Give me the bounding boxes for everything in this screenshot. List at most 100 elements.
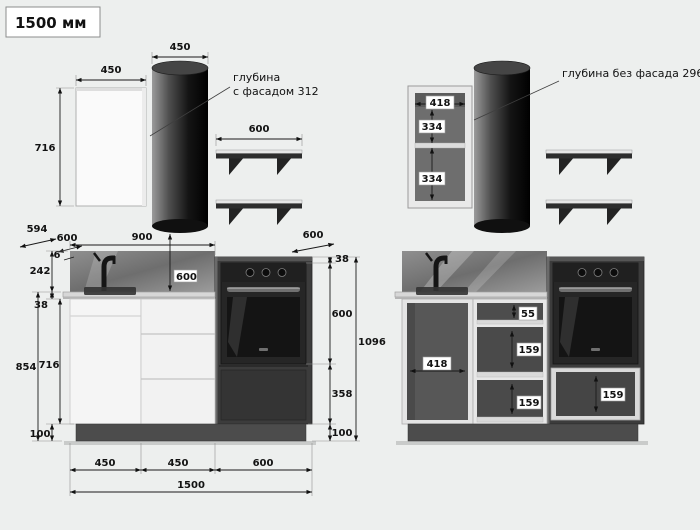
dim-wall-cabinet-width: 450	[75, 65, 147, 86]
under-oven-panel	[220, 369, 307, 421]
dim-label: 6	[54, 250, 61, 261]
dim-label: 1500	[177, 480, 205, 491]
countertop	[62, 291, 216, 299]
backsplash-highlight	[84, 251, 118, 292]
under-oven-open-compartment: 159	[550, 367, 641, 421]
dim-label: 38	[34, 300, 48, 311]
shelf-bracket	[559, 158, 573, 175]
shelf-front	[546, 203, 632, 209]
hood-bottom	[474, 219, 530, 233]
faucet	[425, 252, 448, 291]
oven-knob	[593, 268, 603, 277]
shelf-top	[545, 199, 633, 204]
shelf-top	[545, 149, 633, 154]
dim-label: 55	[521, 309, 535, 320]
plinth	[407, 423, 639, 442]
wall-cabinet-facade	[75, 87, 147, 207]
wall-shelf-upper	[545, 149, 633, 175]
dim-label: 358	[332, 389, 353, 400]
shelf-bracket	[229, 208, 243, 225]
drawer-edge	[476, 371, 544, 378]
wall-cabinet-side-edge	[142, 88, 146, 206]
dim-label: 594	[27, 224, 48, 235]
dim-carcass-section-b: 334	[418, 148, 446, 200]
glass-reflection	[560, 297, 579, 357]
dim-label: 450	[170, 42, 191, 53]
dim-label: 418	[430, 98, 451, 109]
wall-shelf-upper	[215, 149, 303, 175]
left-view-upper: 450 716 450 глубина с фасадом 312 600	[35, 42, 319, 233]
tower-top-edge	[215, 257, 312, 261]
annotation-depth-without-facade: глубина без фасада 296	[473, 67, 700, 121]
shelf-front	[216, 203, 302, 209]
tower-left-highlight	[215, 257, 218, 424]
annotation-text: глубина без фасада 296	[562, 67, 700, 80]
shelf-front	[546, 153, 632, 159]
title-frame	[5, 6, 101, 38]
oven-knob	[577, 268, 587, 277]
shelf-bracket	[607, 158, 621, 175]
right-view-lower: 418 55 159 159	[394, 251, 648, 445]
dim-label: 242	[30, 266, 51, 277]
dim-label: 600	[303, 230, 324, 241]
wall-shelf-lower	[215, 199, 303, 225]
dim-label: 334	[422, 122, 443, 133]
dim-label: 600	[57, 233, 78, 244]
hood-bottom	[152, 219, 208, 233]
hood-top	[151, 60, 209, 76]
dim-label: 854	[16, 362, 37, 373]
dim-label: 600	[332, 309, 353, 320]
drawer-edge	[476, 416, 544, 423]
hood-body	[474, 68, 530, 226]
dim-stack-left: 242 38 854 716 100	[16, 250, 74, 442]
floor-shadow	[396, 441, 648, 445]
floor-shadow	[64, 441, 316, 445]
wall-shelf-lower	[545, 199, 633, 225]
tower-top-edge	[547, 257, 644, 261]
dim-label: 450	[168, 458, 189, 469]
oven-handle-highlight	[559, 287, 632, 289]
dim-hood-to-counter: 600	[167, 234, 198, 291]
dim-label: 900	[132, 232, 153, 243]
wall-cabinet-front	[75, 87, 147, 207]
dim-span-900: 900	[69, 232, 216, 255]
oven-knob	[609, 268, 619, 277]
title-box: 1500 мм	[5, 6, 101, 38]
dim-label: 600	[249, 124, 270, 135]
dim-label: 716	[39, 360, 60, 371]
shelf-top	[215, 199, 303, 204]
page-title: 1500 мм	[15, 14, 87, 32]
dim-label: 159	[519, 345, 540, 356]
oven-handle-highlight	[227, 287, 300, 289]
shelf-front	[216, 153, 302, 159]
oven-knob	[277, 268, 287, 277]
oven	[220, 262, 307, 365]
annotation-text: глубина	[233, 71, 280, 84]
wall-cabinet-top-edge	[76, 88, 146, 91]
range-hood	[473, 60, 531, 233]
annotation-depth-with-facade: глубина с фасадом 312	[149, 71, 319, 137]
sink	[84, 287, 136, 295]
hood-top	[473, 60, 531, 76]
backsplash	[402, 251, 547, 292]
dim-label: 38	[335, 254, 349, 265]
range-hood	[151, 60, 209, 233]
oven	[552, 262, 639, 365]
dim-label: 334	[422, 174, 443, 185]
dim-label: 450	[101, 65, 122, 76]
dim-chain-bottom: 450 450 600 1500	[69, 443, 313, 496]
dim-label: 159	[603, 390, 624, 401]
dim-carcass-section-a: 334	[418, 110, 446, 143]
faucet	[93, 252, 116, 291]
oven-logo	[259, 348, 268, 351]
dim-label: 1096	[358, 337, 386, 348]
shelf-bracket	[277, 158, 291, 175]
shelf-bracket	[559, 208, 573, 225]
sink-cabinet-carcass: 418	[401, 298, 474, 425]
carcass-shelf	[414, 142, 466, 149]
dim-label: 159	[519, 398, 540, 409]
shelf-bracket	[607, 208, 621, 225]
glass-reflection	[228, 297, 247, 357]
annotation-text: с фасадом 312	[233, 85, 319, 98]
